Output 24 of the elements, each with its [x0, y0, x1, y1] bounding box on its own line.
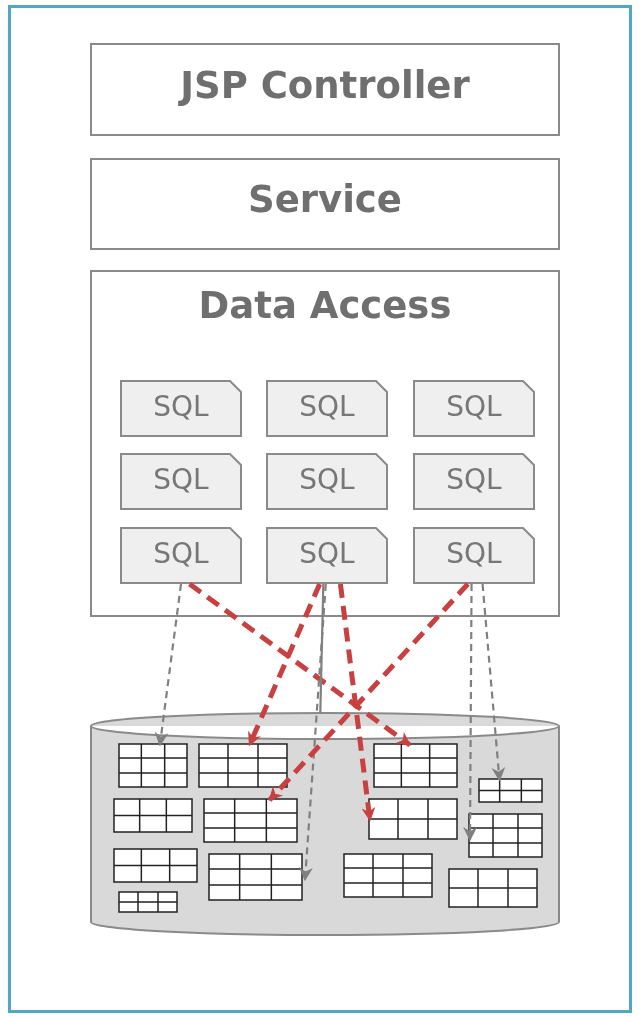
layer-title: Service [248, 178, 402, 221]
sql-label: SQL [153, 463, 209, 496]
sql-label: SQL [446, 390, 502, 423]
sql-label: SQL [153, 537, 209, 570]
arrow [481, 583, 506, 782]
sql-label: SQL [299, 537, 355, 570]
connector-line [319, 583, 325, 714]
sql-label: SQL [446, 463, 502, 496]
layer-title: JSP Controller [180, 63, 470, 107]
layer-box [90, 158, 560, 250]
layer-title: Data Access [198, 284, 452, 327]
layer-box [90, 43, 560, 136]
layer-box [90, 270, 560, 617]
sql-label: SQL [299, 463, 355, 496]
sql-label: SQL [446, 537, 502, 570]
arrow [154, 583, 183, 747]
sql-label: SQL [153, 390, 209, 423]
arrow [267, 582, 470, 802]
arrow [188, 582, 412, 747]
arrow [298, 583, 327, 882]
arrow [337, 583, 376, 822]
arrow [463, 584, 478, 842]
arrow [247, 583, 322, 747]
sql-label: SQL [299, 390, 355, 423]
